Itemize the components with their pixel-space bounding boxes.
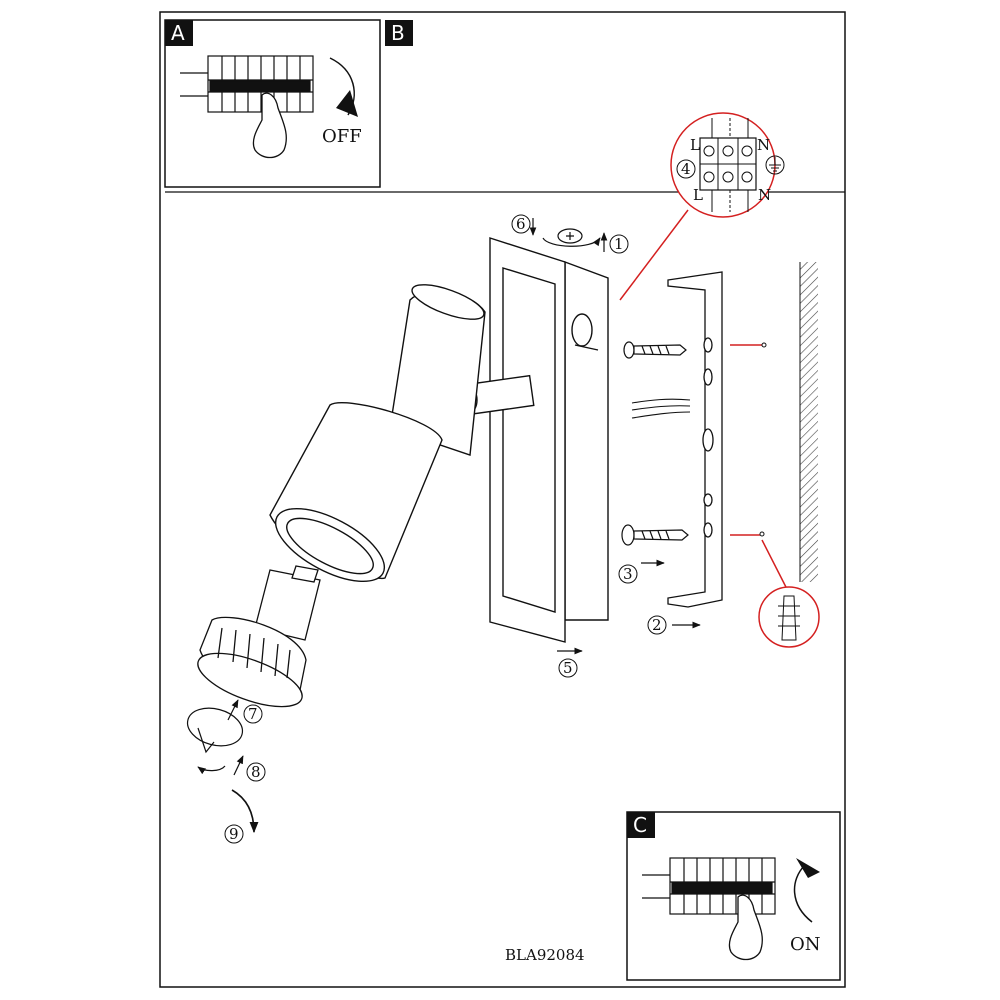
panel-a-letter: A [171, 21, 185, 45]
switch-off-label: OFF [322, 126, 362, 147]
panel-c: C ON [626, 811, 841, 981]
screw-lower [621, 524, 689, 546]
step-7-label: 7 [248, 705, 258, 723]
step-4-label: 4 [681, 160, 691, 178]
step-9-label: 9 [229, 825, 239, 843]
hand-c [728, 894, 763, 961]
rotate-arrow-on [793, 864, 813, 923]
led-bulb [197, 565, 321, 708]
breaker-strip-a [180, 55, 314, 113]
step-3: 3 [618, 559, 665, 584]
hand-a [252, 92, 287, 159]
step-2: 2 [647, 615, 701, 635]
panel-b-tab [385, 20, 413, 46]
step-2-label: 2 [652, 616, 662, 634]
step-4-badge [676, 159, 696, 179]
panel-c-letter: C [633, 813, 647, 837]
terminal-leader [619, 209, 689, 301]
breaker-strip-c [642, 857, 776, 915]
wall [800, 262, 818, 582]
model-code: BLA92084 [505, 946, 585, 964]
wall-plug-detail [758, 586, 820, 648]
step-6: 6 [511, 214, 531, 234]
backplate [489, 237, 609, 643]
step-3-label: 3 [623, 565, 633, 583]
step-1-label: 1 [614, 235, 624, 253]
supply-cable [631, 398, 691, 419]
step-5-label: 5 [563, 659, 573, 677]
terminal-n-top: N [757, 136, 770, 154]
step-9: 9 [224, 789, 259, 844]
top-screw [542, 228, 601, 247]
terminal-detail: L N L N 4 [619, 112, 785, 301]
step-7: 7 [227, 699, 263, 724]
rotate-arrow-on-head [796, 858, 820, 878]
wall-plug-leader [761, 539, 791, 596]
earth-icon [765, 155, 785, 175]
step-6-label: 6 [516, 215, 526, 233]
screw-upper [623, 341, 687, 359]
step-8-label: 8 [251, 763, 261, 781]
step-5: 5 [557, 647, 583, 678]
terminal-l-bottom: L [693, 186, 703, 204]
step-1: 1 [609, 234, 629, 254]
panel-a-tab [165, 20, 193, 46]
switch-on-label: ON [790, 934, 821, 955]
outer-frame [159, 11, 846, 988]
rotate-arrow-off-head [336, 90, 358, 117]
panel-b: B L N L N [165, 20, 845, 844]
panel-a: A OFF [164, 19, 381, 188]
mounting-bracket [667, 271, 723, 608]
spotlight-body [269, 284, 486, 583]
step-8: 8 [197, 755, 266, 782]
panel-c-tab [627, 812, 655, 838]
retaining-clip [186, 707, 244, 754]
terminal-l-top: L [690, 136, 700, 154]
terminal-n-bottom: N [758, 186, 771, 204]
panel-b-letter: B [391, 21, 405, 45]
